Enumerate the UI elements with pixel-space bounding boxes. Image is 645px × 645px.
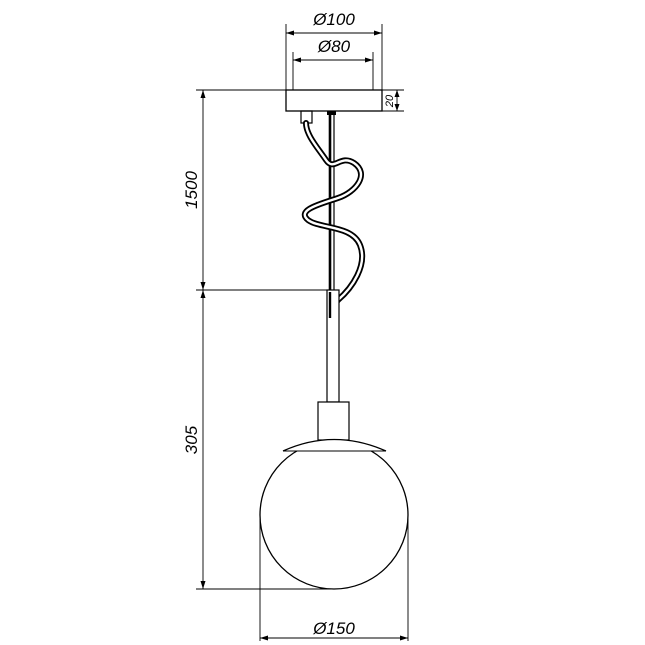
lamp-stem	[317, 289, 350, 441]
lamp-height-dimension: 305	[182, 290, 334, 590]
canopy-inner-diameter-label: Ø80	[317, 37, 351, 56]
globe-cap	[282, 438, 387, 452]
canopy-outer-diameter-label: Ø100	[312, 10, 355, 29]
canopy-inner-diameter-dimension: Ø80	[292, 37, 374, 90]
globe	[259, 440, 409, 590]
canopy-outer-diameter-dimension: Ø100	[285, 10, 383, 90]
lamp-height-label: 305	[182, 425, 201, 454]
canopy-height-label: 20	[384, 94, 396, 108]
suspension-cable	[302, 115, 366, 315]
globe-diameter-dimension: Ø150	[259, 515, 409, 641]
cable-length-dimension: 1500	[182, 89, 330, 291]
canopy-height-dimension: 20	[382, 89, 404, 112]
globe-diameter-label: Ø150	[312, 619, 355, 638]
canopy-mount-clip	[327, 111, 336, 115]
canopy-plate	[285, 89, 383, 112]
lamp-holder	[317, 401, 350, 441]
globe-shade	[259, 438, 409, 590]
cable-length-label: 1500	[182, 171, 201, 209]
